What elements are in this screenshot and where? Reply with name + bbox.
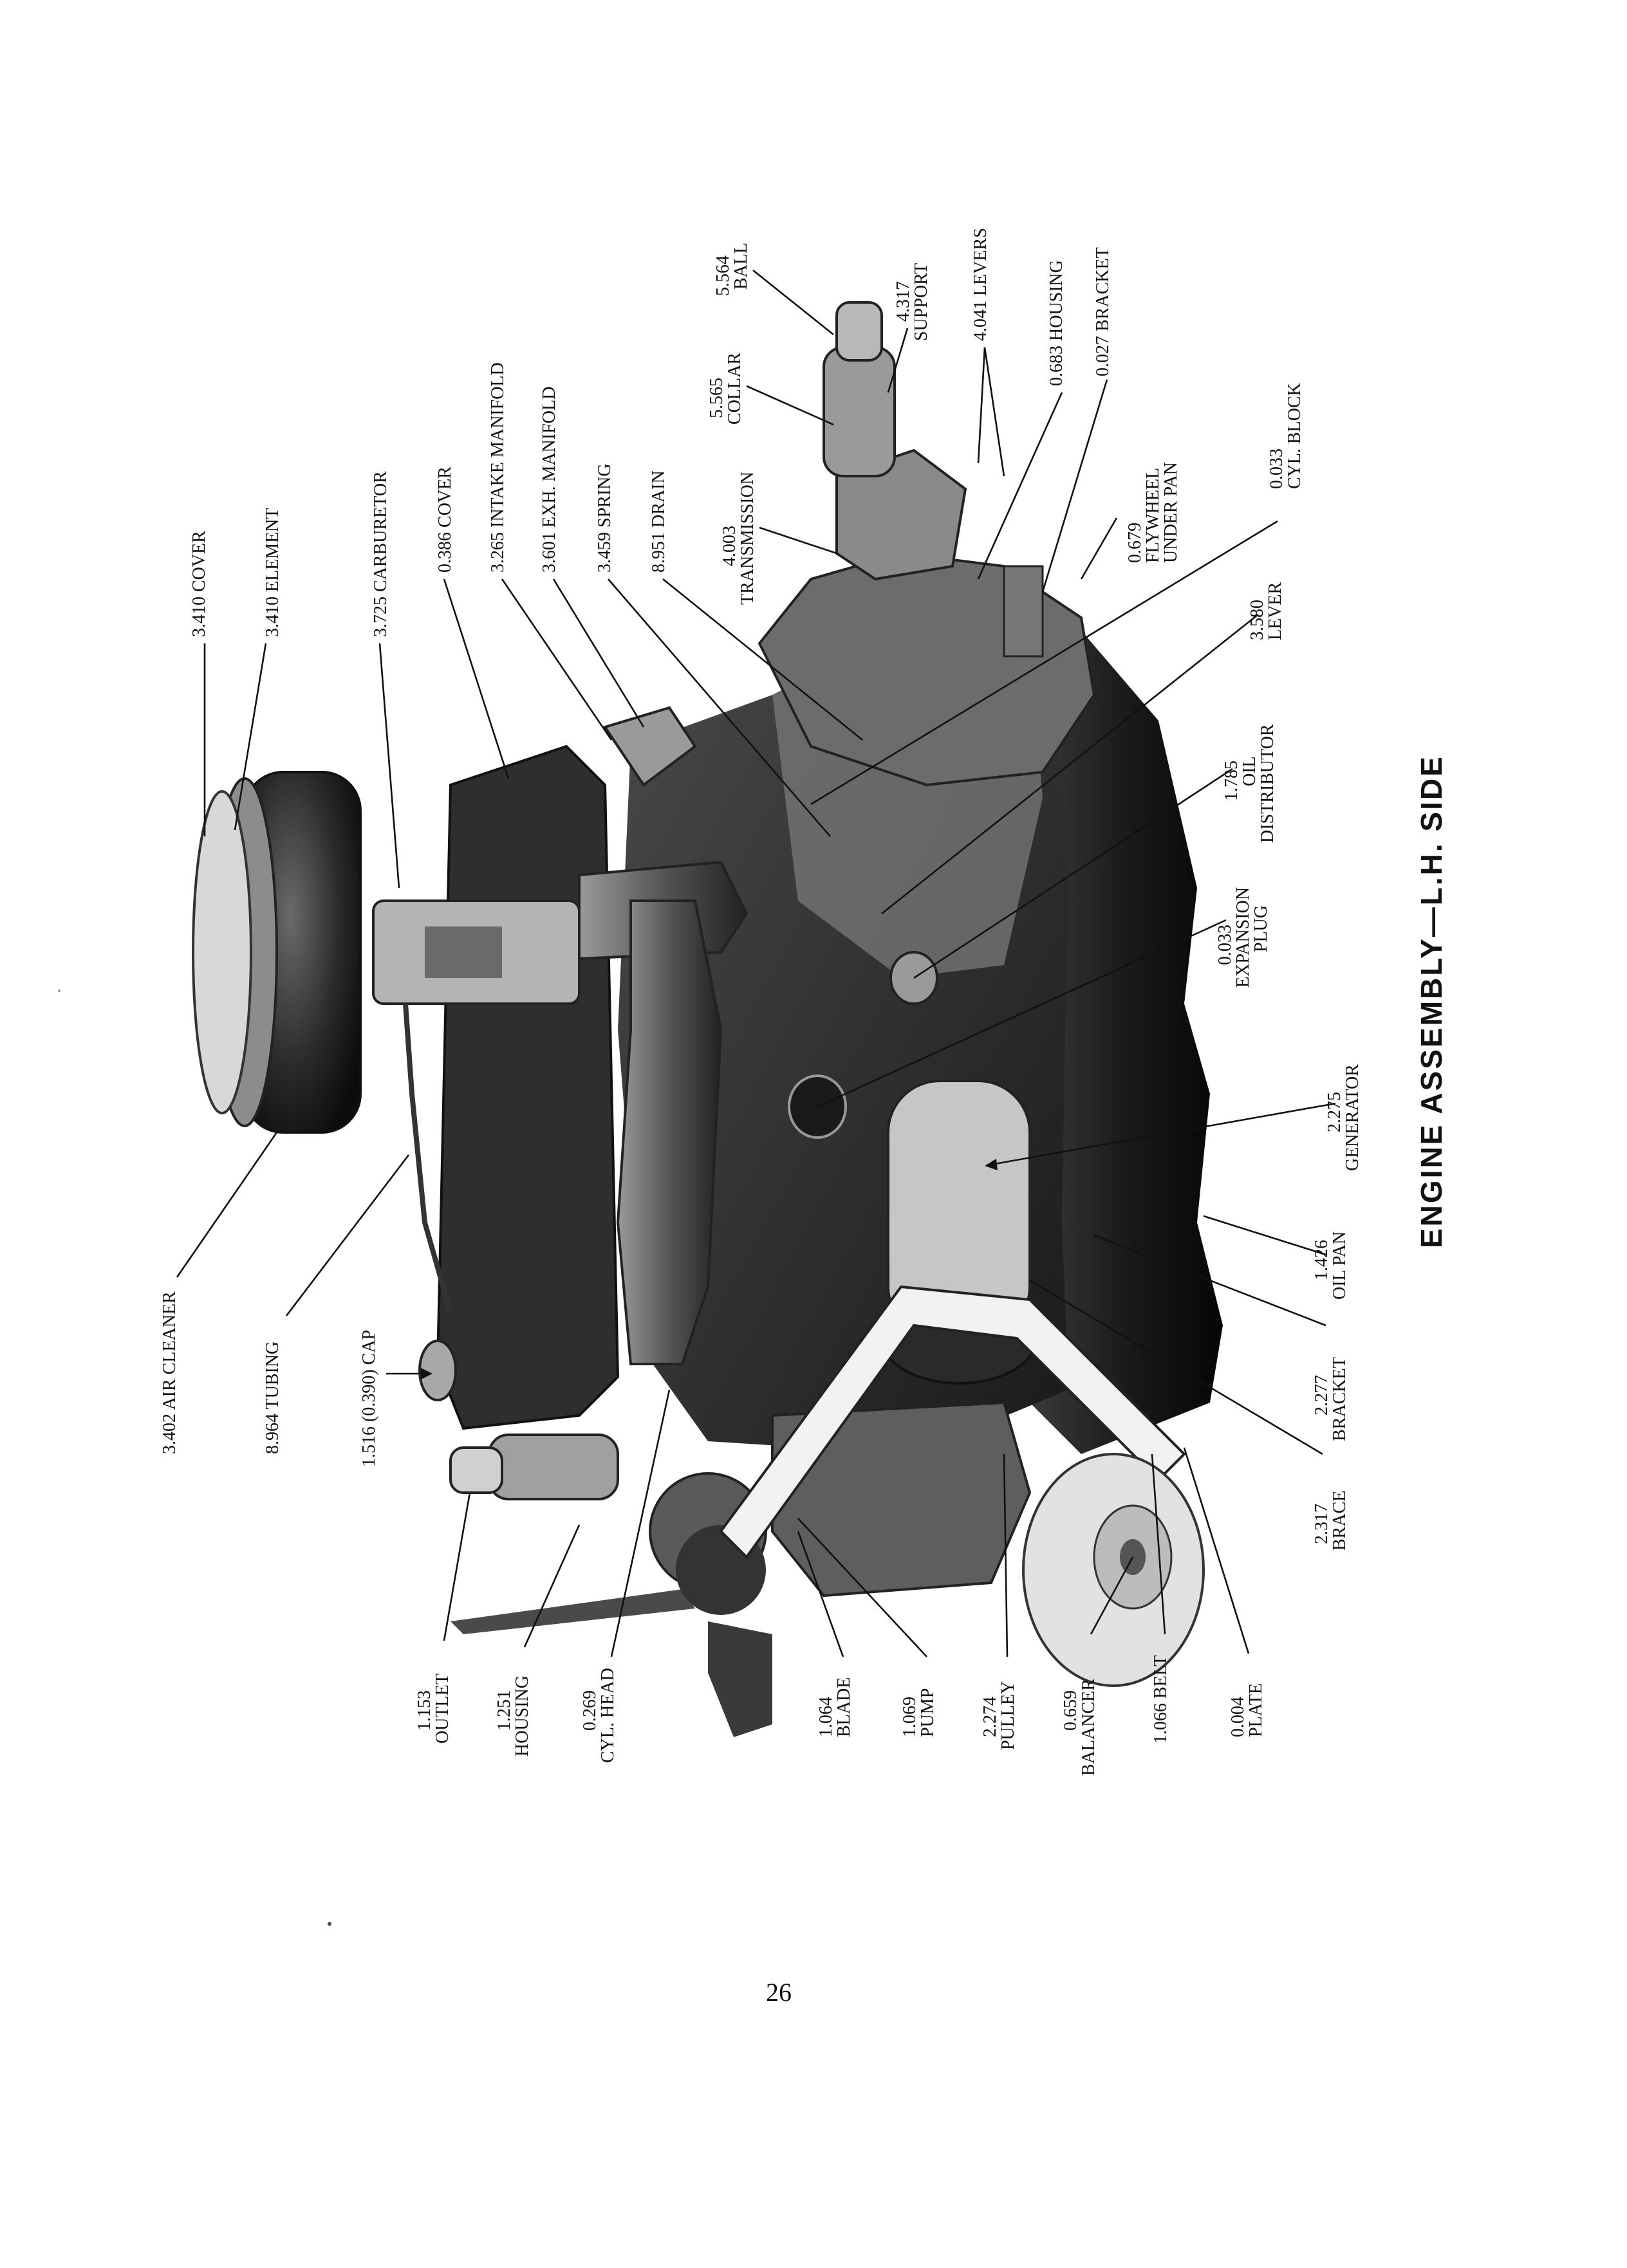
label-pulley-name: PULLEY: [998, 1681, 1018, 1750]
label-blade-num: 1.064: [816, 1697, 836, 1737]
label-flywheel-line1: FLYWHEEL: [1143, 468, 1163, 563]
label-exp-plug-line2: PLUG: [1251, 905, 1271, 952]
clutch-bracket: [1003, 565, 1044, 658]
label-generator-num: 2.275: [1325, 1092, 1344, 1132]
exhaust-manifold: [616, 899, 723, 1365]
label-air-cleaner: 3.402 AIR CLEANER: [160, 1291, 180, 1454]
engine-illustration: [192, 301, 1223, 1737]
label-balancer-num: 0.659: [1061, 1690, 1081, 1731]
label-spring: 3.459 SPRING: [595, 463, 615, 573]
label-brace-name: BRACE: [1330, 1491, 1350, 1551]
label-housing-therm-name: HOUSING: [512, 1675, 532, 1756]
filler-cap: [418, 1340, 457, 1401]
label-oil-pan-name: OIL PAN: [1330, 1231, 1350, 1300]
label-cyl-head-name: CYL. HEAD: [598, 1668, 618, 1763]
label-cover-valve: 0.386 COVER: [435, 466, 455, 573]
label-cap: 1.516 (0.390) CAP: [359, 1330, 379, 1467]
label-intake-manifold: 3.265 INTAKE MANIFOLD: [488, 362, 508, 573]
fan-blade: [451, 1589, 695, 1634]
label-lever-num: 3.580: [1247, 600, 1267, 640]
label-bracket-gen-name: BRACKET: [1330, 1357, 1350, 1441]
label-plate-name: PLATE: [1246, 1683, 1266, 1737]
label-pump-num: 1.069: [900, 1697, 920, 1737]
label-oil-pan-num: 1.426: [1312, 1240, 1332, 1280]
label-exp-plug-line1: EXPANSION: [1233, 887, 1253, 988]
label-flywheel-num: 0.679: [1125, 522, 1145, 563]
water-outlet: [449, 1446, 503, 1494]
label-support-num: 4.317: [893, 281, 913, 322]
label-pump-name: PUMP: [918, 1688, 938, 1737]
label-ball-num: 5.564: [713, 255, 733, 296]
label-housing-bell: 0.683 HOUSING: [1046, 260, 1066, 386]
label-tubing: 8.964 TUBING: [263, 1341, 283, 1454]
label-oil-dist-line2: DISTRIBUTOR: [1258, 724, 1278, 843]
label-outlet-name: OUTLET: [432, 1673, 452, 1744]
label-oil-dist-num: 1.785: [1222, 761, 1241, 801]
label-balancer-name: BALANCER: [1079, 1679, 1099, 1776]
exhaust-pipe: [602, 706, 697, 787]
part-labels: 3.402 AIR CLEANER 8.964 TUBING 1.516 (0.…: [160, 228, 1362, 1776]
label-bracket-top: 0.027 BRACKET: [1093, 247, 1113, 376]
valve-cover: [436, 744, 620, 1430]
label-transmission-name: TRANSMISSION: [738, 472, 758, 605]
label-exp-plug-num: 0.033: [1215, 925, 1235, 965]
timing-cover: [771, 1401, 1032, 1598]
label-generator-name: GENERATOR: [1343, 1064, 1362, 1171]
air-cleaner-cover: [192, 790, 252, 1114]
label-cover-air: 3.410 COVER: [189, 531, 209, 637]
label-blade-name: BLADE: [834, 1677, 854, 1737]
label-cyl-block-num: 0.033: [1267, 448, 1287, 489]
label-collar-num: 5.565: [707, 378, 727, 418]
leader-lines: [176, 269, 1336, 1657]
oil-pan: [1030, 631, 1223, 1454]
label-housing-therm-num: 1.251: [494, 1690, 514, 1731]
label-carburetor: 3.725 CARBURETOR: [371, 471, 391, 637]
label-cyl-block-name: CYL. BLOCK: [1285, 383, 1305, 489]
label-belt: 1.066 BELT: [1151, 1655, 1171, 1744]
scan-speck: [328, 1922, 331, 1926]
carburetor-throat: [425, 927, 502, 978]
label-outlet-num: 1.153: [414, 1690, 434, 1731]
label-levers: 4.041 LEVERS: [971, 228, 990, 341]
label-element: 3.410 ELEMENT: [263, 508, 283, 637]
tubing-line: [403, 1003, 453, 1314]
label-plate-num: 0.004: [1228, 1697, 1248, 1737]
label-flywheel-line2: UNDER PAN: [1161, 462, 1181, 563]
label-exh-manifold: 3.601 EXH. MANIFOLD: [539, 387, 559, 573]
label-support-name: SUPPORT: [911, 263, 931, 341]
label-cyl-head-num: 0.269: [580, 1690, 600, 1731]
label-oil-dist-line1: OIL: [1240, 756, 1260, 786]
label-collar-name: COLLAR: [725, 353, 745, 425]
figure-caption: ENGINE ASSEMBLY—L.H. SIDE: [1415, 755, 1448, 1248]
transmission-extension: [823, 346, 896, 477]
label-ball-name: BALL: [731, 243, 751, 290]
label-pulley-num: 2.274: [980, 1697, 1000, 1737]
transmission-tail: [835, 301, 883, 362]
fan-blade-lower: [708, 1621, 772, 1737]
scan-speck: [58, 990, 60, 992]
label-drain: 8.951 DRAIN: [649, 470, 669, 573]
label-bracket-gen-num: 2.277: [1312, 1375, 1332, 1415]
thermostat-housing: [488, 1434, 619, 1500]
label-transmission-num: 4.003: [720, 526, 739, 566]
page-number: 26: [766, 1978, 792, 2007]
label-lever-name: LEVER: [1265, 582, 1285, 640]
label-brace-num: 2.317: [1312, 1504, 1332, 1544]
